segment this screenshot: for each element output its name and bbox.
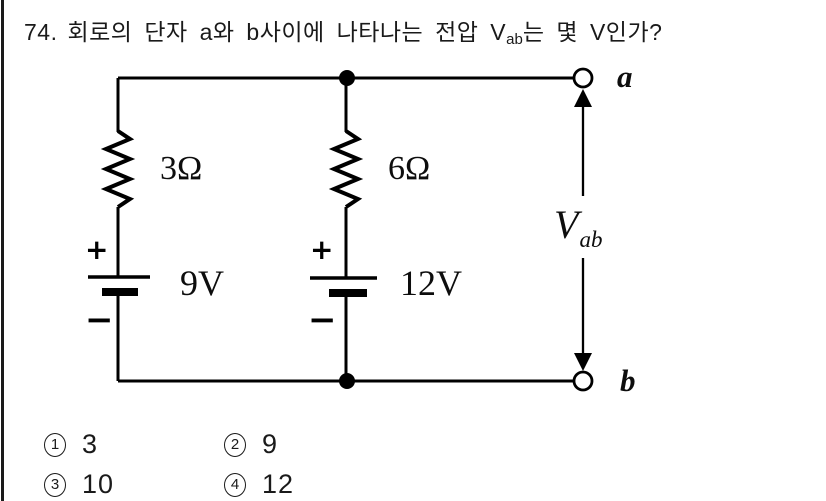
page-left-border [1,0,4,501]
vab-label-subscript: ab [579,227,603,252]
option-2-value: 9 [262,429,279,459]
resistor-mid-zigzag [328,129,364,209]
question-line: 74. 회로의 단자 a와 b사이에 나타나는 전압 Vab는 몇 V인가? [24,13,662,48]
answer-option-3: 3 10 [44,469,114,500]
battery-left-label: 9V [180,263,224,303]
resistor-mid-label: 6Ω [388,150,431,187]
resistor-left-label: 3Ω [160,150,203,187]
terminal-a-label: a [617,59,633,94]
junction-dot-top [339,70,355,86]
option-1-circled-number: 1 [44,432,66,457]
answer-option-1: 1 3 [44,429,98,460]
answer-option-2: 2 9 [224,429,278,460]
minus-icon-left: − [85,300,114,340]
resistor-left-zigzag [100,129,136,209]
vab-label: Vab [554,201,602,253]
vab-label-main: V [554,202,579,247]
terminal-a-circle [572,67,594,89]
option-4-value: 12 [262,469,295,499]
option-3-value: 10 [82,469,115,499]
terminal-b-label: b [620,363,636,398]
battery-mid-label: 12V [400,263,462,303]
option-2-circled-number: 2 [224,432,246,457]
question-number: 74. [24,19,58,45]
option-4-circled-number: 4 [224,472,246,497]
plus-icon-left: + [85,233,109,266]
vab-arrowhead-down [574,353,592,371]
junction-dot-bottom [339,373,355,389]
terminal-b-circle [572,370,594,392]
option-3-circled-number: 3 [44,472,66,497]
vab-arrowhead-up [574,89,592,107]
question-vab-subscript: ab [506,31,523,48]
question-text-before: 회로의 단자 a와 b사이에 나타나는 전압 V [67,19,507,45]
plus-icon-mid: + [310,233,334,266]
answer-option-4: 4 12 [224,469,294,500]
question-text-after: 는 몇 V인가? [522,19,663,45]
option-1-value: 3 [82,429,99,459]
minus-icon-mid: − [308,300,337,340]
